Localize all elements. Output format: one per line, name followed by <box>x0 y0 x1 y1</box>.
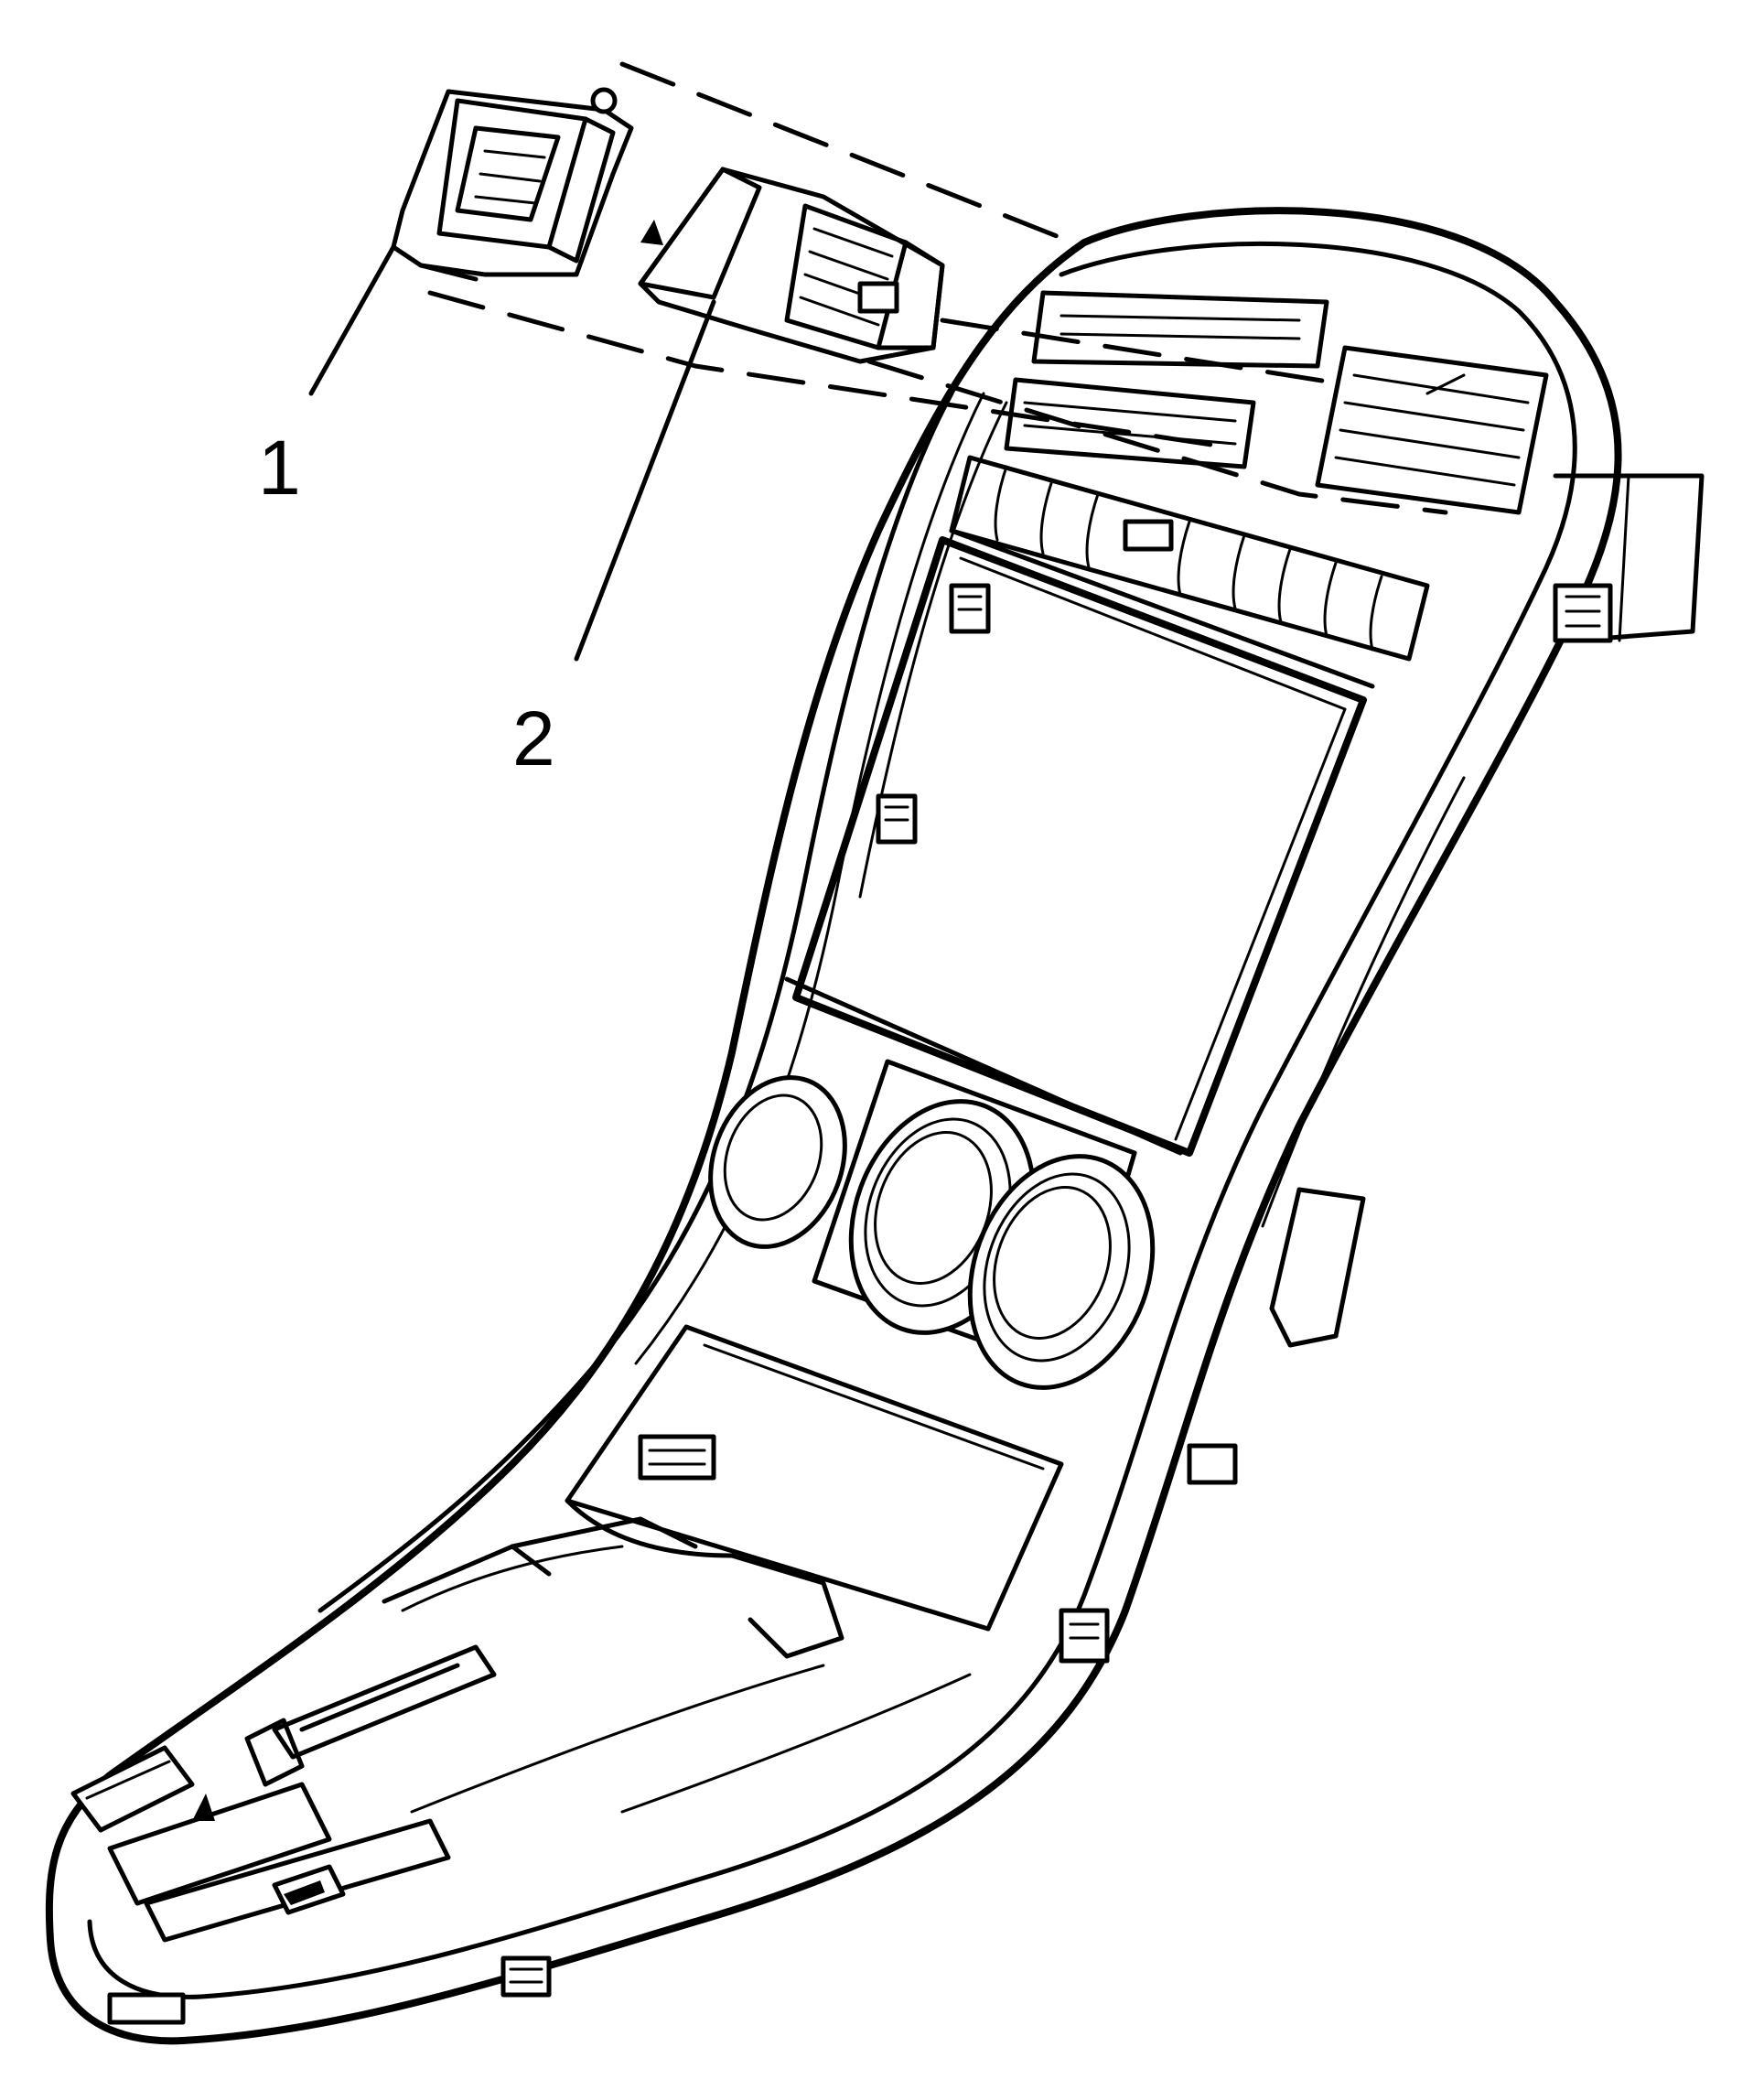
climate-controls <box>708 1059 1156 1390</box>
lower-switch-bank <box>70 1745 552 2025</box>
callout-leader-lines <box>308 244 716 662</box>
leader-line-2 <box>574 299 716 662</box>
leader-line-1 <box>308 244 396 396</box>
callout-label-2: 2 <box>512 695 555 781</box>
display-opening <box>784 528 1375 1157</box>
console-trim-plate <box>45 207 1705 2045</box>
switch-assembly-item-2 <box>638 167 945 364</box>
lower-storage-bin <box>244 1324 1064 1814</box>
upper-vent-grille <box>949 290 1549 662</box>
callout-label-1: 1 <box>258 425 301 511</box>
exploded-view-guide-lines <box>427 61 1448 515</box>
louvre-row <box>949 455 1430 662</box>
switch-assembly-item-1 <box>391 87 634 282</box>
